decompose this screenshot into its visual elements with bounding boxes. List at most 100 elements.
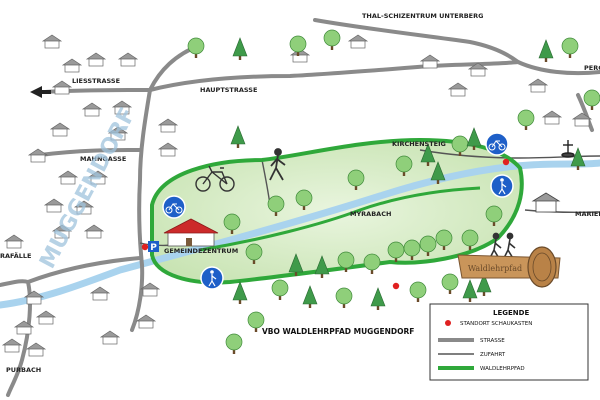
deciduous-tree-icon	[267, 195, 285, 216]
conifer-tree-icon	[466, 127, 482, 150]
house-icon	[51, 80, 73, 95]
gemeindezentrum-building	[163, 218, 219, 247]
legend: LEGENDE STANDORT SCHAUKASTEN STRASSE ZUF…	[429, 303, 589, 381]
label-purbach: PURBACH	[6, 366, 41, 374]
bike-route-sign-left	[162, 195, 186, 219]
label-perg: PERG	[584, 64, 600, 72]
house-icon	[43, 198, 65, 213]
legend-item-label: ZUFAHRT	[480, 352, 506, 358]
parking-sign: P	[148, 241, 159, 253]
house-icon	[107, 126, 129, 141]
trees	[187, 29, 600, 354]
house-icon	[13, 320, 35, 335]
house-icon	[135, 314, 157, 329]
deciduous-tree-icon	[335, 287, 353, 308]
road-thal	[313, 18, 600, 76]
house-icon	[87, 170, 109, 185]
house-icon	[49, 122, 71, 137]
conifer-tree-icon	[230, 125, 246, 148]
deciduous-tree-icon	[583, 89, 600, 110]
schaukasten-marker	[392, 282, 400, 290]
deciduous-tree-icon	[245, 243, 263, 264]
house-icon	[447, 82, 469, 97]
house-icon	[139, 282, 161, 297]
deciduous-tree-icon	[225, 333, 243, 354]
signpost-text: Waldlehrpfad	[468, 264, 522, 273]
road-purbach	[0, 279, 32, 397]
house-icon	[51, 224, 73, 239]
schaukasten-marker	[502, 158, 510, 166]
label-rafaelle: RAFÄLLE	[0, 251, 31, 260]
house-icon	[527, 78, 549, 93]
map-title: VBO WALDLEHRPFAD MUGGENDORF	[262, 327, 414, 336]
conifer-tree-icon	[476, 273, 492, 296]
house-icon	[57, 170, 79, 185]
conifer-tree-icon	[420, 143, 436, 166]
deciduous-tree-icon	[323, 29, 341, 50]
deciduous-tree-icon	[419, 235, 437, 256]
conifer-tree-icon	[570, 147, 586, 170]
deciduous-tree-icon	[395, 155, 413, 176]
label-mariensee: MARIEN	[575, 210, 600, 218]
house-icon	[1, 338, 23, 353]
road-left-spur	[26, 256, 142, 284]
legend-title: LEGENDE	[493, 309, 529, 317]
bicycle-icon	[195, 165, 235, 192]
shelter-icon	[531, 192, 561, 213]
house-icon	[347, 34, 369, 49]
deciduous-tree-icon	[403, 239, 421, 260]
legend-item-label: STANDORT SCHAUKASTEN	[460, 321, 532, 327]
house-icon	[61, 58, 83, 73]
church-cross-icon	[561, 140, 575, 158]
house-icon	[25, 342, 47, 357]
label-kirchensteig: KIRCHENSTEIG	[392, 140, 446, 148]
conifer-tree-icon	[302, 285, 318, 308]
house-icon	[81, 102, 103, 117]
house-icon	[3, 234, 25, 249]
deciduous-tree-icon	[441, 273, 459, 294]
house-icon	[41, 34, 63, 49]
road-right	[576, 93, 594, 132]
conifer-tree-icon	[232, 37, 248, 60]
deciduous-tree-icon	[363, 253, 381, 274]
deciduous-tree-icon	[271, 279, 289, 300]
legend-item-label: WALDLEHRPFAD	[480, 366, 525, 372]
conifer-tree-icon	[288, 253, 304, 276]
access-mariensee	[524, 209, 600, 214]
conifer-tree-icon	[462, 279, 478, 302]
road-mahngasse	[38, 148, 142, 157]
deciduous-tree-icon	[435, 229, 453, 250]
house-icon	[467, 62, 489, 77]
label-mahngasse: MAHNGASSE	[80, 155, 126, 163]
deciduous-tree-icon	[295, 189, 313, 210]
conifer-tree-icon	[430, 161, 446, 184]
deciduous-tree-icon	[223, 213, 241, 234]
waldlehrpfad-trail	[150, 138, 524, 285]
deciduous-tree-icon	[461, 229, 479, 250]
label-thal: THAL-SCHIZENTRUM UNTERBERG	[362, 12, 483, 20]
house-icon	[111, 100, 133, 115]
house-icon	[157, 118, 179, 133]
conifer-tree-icon	[314, 255, 330, 278]
deciduous-tree-icon	[187, 37, 205, 58]
parking-symbol: P	[150, 243, 157, 253]
deciduous-tree-icon	[409, 281, 427, 302]
deciduous-tree-icon	[337, 251, 355, 272]
house-icon	[99, 330, 121, 345]
conifer-tree-icon	[232, 281, 248, 304]
legend-red-dot-icon	[445, 320, 451, 326]
house-icon	[419, 54, 441, 69]
deciduous-tree-icon	[561, 37, 579, 58]
road-main-vertical	[130, 88, 152, 332]
deciduous-tree-icon	[289, 35, 307, 56]
hiker-icon	[269, 148, 286, 181]
deciduous-tree-icon	[485, 205, 503, 226]
left-arrow-icon	[30, 86, 51, 98]
footpath-sign-right	[490, 174, 514, 198]
house-icon	[157, 142, 179, 157]
label-gemeindezentrum: GEMEINDEZENTRUM	[164, 247, 238, 255]
deciduous-tree-icon	[347, 169, 365, 190]
house-icon	[73, 200, 95, 215]
house-icon	[35, 310, 57, 325]
